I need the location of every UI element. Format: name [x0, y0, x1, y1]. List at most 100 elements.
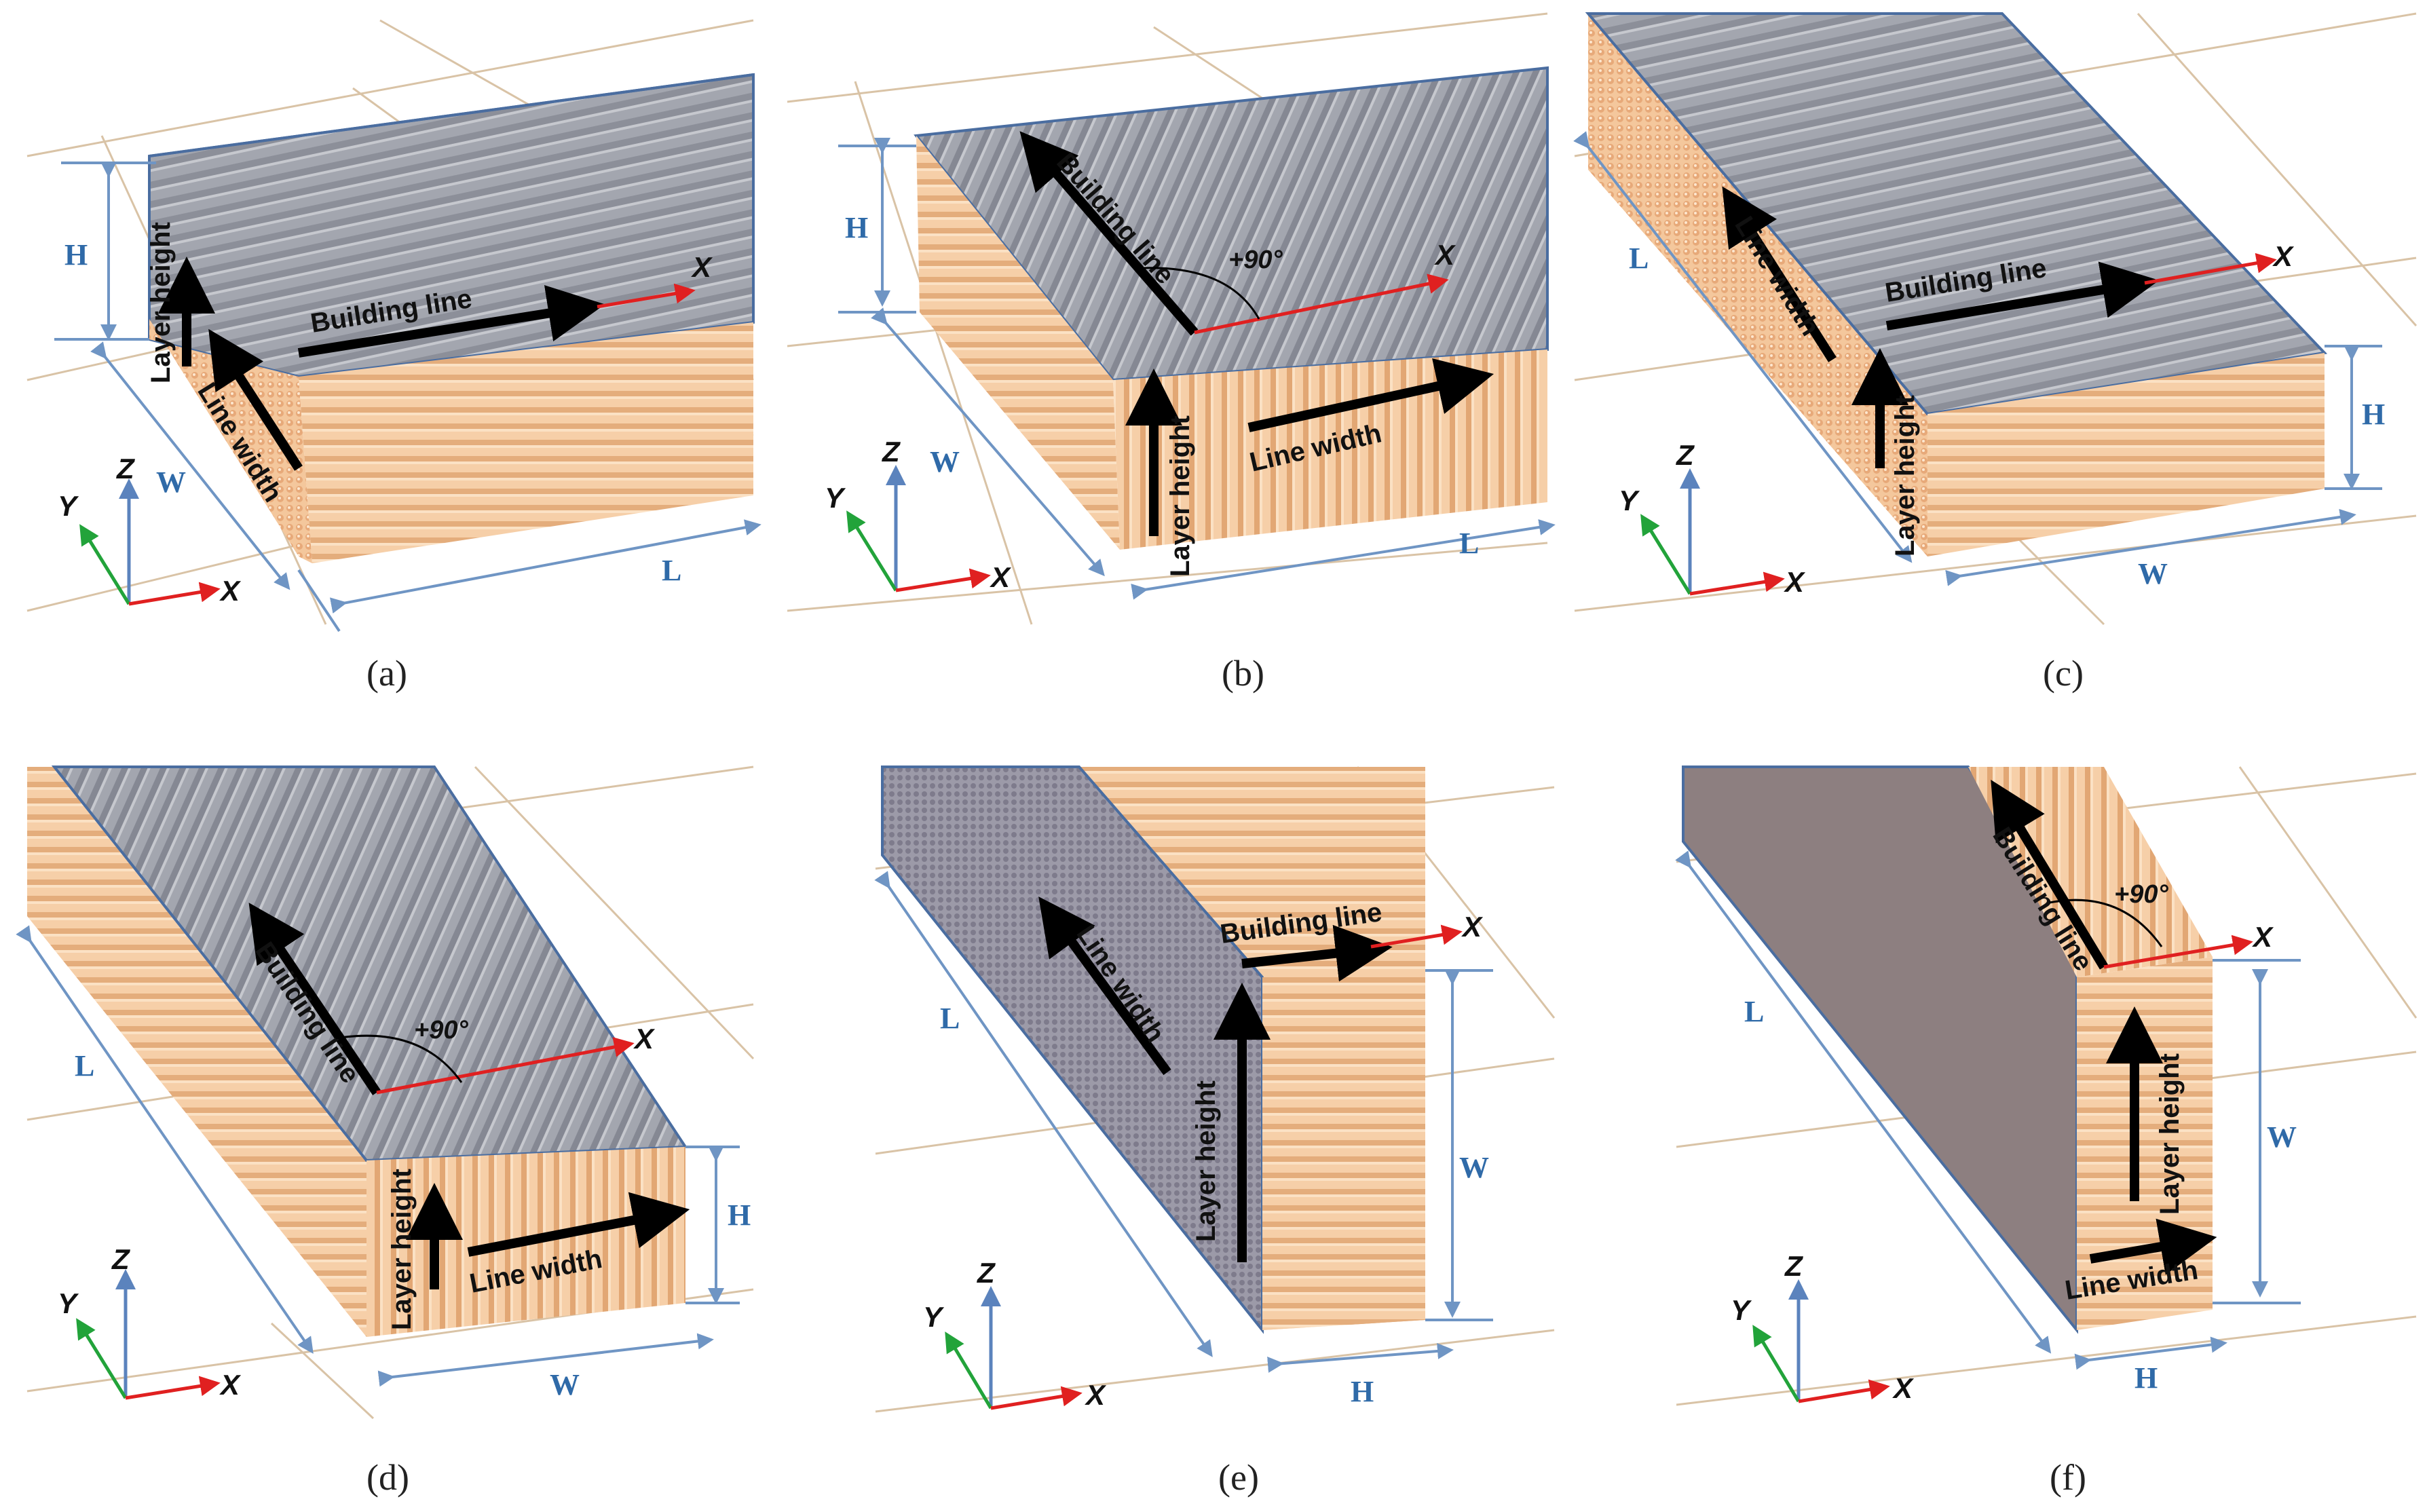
panel-c-w-label: W — [2138, 557, 2168, 590]
panel-c-layer-label: Layer height — [1890, 395, 1920, 556]
panel-b: H W L Building line X +90° Layer height … — [787, 12, 1556, 694]
panel-c-width-arrow — [1722, 186, 1837, 362]
panel-c-axes-triad: Z Y X — [1619, 439, 1806, 598]
panel-f-dim-l — [1675, 850, 2052, 1354]
svg-text:Z: Z — [1784, 1250, 1803, 1282]
svg-text:Y: Y — [923, 1301, 945, 1333]
panel-f-caption: (f) — [2050, 1457, 2086, 1498]
panel-a-front-face — [299, 322, 753, 563]
panel-d-angle-label: +90° — [414, 1016, 468, 1044]
panel-e-h-label: H — [1351, 1375, 1374, 1408]
panel-b-axes-triad: Z Y X — [825, 436, 1012, 593]
panel-c-h-label: H — [2362, 398, 2385, 431]
panel-c-caption: (c) — [2043, 653, 2084, 694]
panel-f-layer-label: Layer height — [2155, 1053, 2185, 1215]
panel-d-h-label: H — [728, 1198, 751, 1232]
panel-b-layer-label: Layer height — [1165, 415, 1195, 577]
svg-text:Y: Y — [825, 482, 846, 514]
panel-b-h-label: H — [845, 211, 868, 244]
panel-a-dim-w — [90, 341, 290, 590]
panel-a-caption: (a) — [366, 653, 407, 694]
panel-f-building-arrow — [1991, 780, 2108, 970]
panel-d-w-label: W — [550, 1368, 580, 1401]
svg-text:Z: Z — [111, 1243, 130, 1275]
svg-text:X: X — [1085, 1379, 1107, 1411]
panel-c-building-arrow — [1885, 261, 2160, 330]
panel-f-axes-triad: Z Y X — [1731, 1250, 1915, 1404]
panel-f-x-arrow — [2103, 934, 2253, 969]
panel-e-dim-l — [874, 871, 1213, 1357]
panel-e-width-arrow — [1038, 896, 1171, 1076]
panel-c: L H W Building line X Line width Layer h… — [1573, 12, 2417, 694]
svg-text:Y: Y — [1619, 485, 1640, 516]
panel-b-caption: (b) — [1222, 653, 1264, 694]
panel-e-layer-label: Layer height — [1191, 1080, 1221, 1242]
panel-e-x-label: X — [1461, 911, 1484, 943]
svg-text:Z: Z — [977, 1257, 996, 1289]
panel-a-axes-triad: Z Y X — [58, 453, 242, 607]
panel-e-axes-triad: Z Y X — [923, 1257, 1107, 1411]
panel-b-angle-arc — [1140, 267, 1260, 320]
panel-d-x-label: X — [633, 1023, 656, 1055]
panel-a: H W L X Building line Layer height Line … — [26, 19, 761, 694]
panel-d: L H W Building line X +90° Layer height … — [16, 766, 755, 1498]
panel-a-x-label: X — [691, 251, 713, 283]
panel-b-dim-l — [1131, 519, 1556, 600]
svg-text:X: X — [990, 561, 1012, 593]
panel-b-width-arrow — [1247, 358, 1494, 432]
panel-e-l-label: L — [940, 1002, 960, 1035]
panel-f-angle-label: +90° — [2114, 880, 2168, 909]
panel-f-l-label: L — [1744, 995, 1764, 1028]
svg-text:Z: Z — [1676, 439, 1695, 471]
svg-text:X: X — [219, 1369, 242, 1401]
panel-f: L W H Building line X +90° Layer height … — [1675, 766, 2417, 1498]
panel-e: L W H Line width Layer height Building l… — [874, 766, 1556, 1498]
panel-a-h-label: H — [64, 238, 88, 271]
panel-f-dim-h — [2074, 1336, 2227, 1370]
svg-text:X: X — [1892, 1372, 1915, 1404]
svg-text:Y: Y — [1731, 1294, 1752, 1326]
panel-c-x-arrow — [2144, 252, 2277, 285]
panel-e-caption: (e) — [1218, 1457, 1259, 1498]
panel-d-angle-arc — [335, 1034, 463, 1083]
panel-b-angle-label: +90° — [1228, 246, 1283, 274]
panel-a-w-label: W — [156, 466, 186, 499]
svg-text:Y: Y — [58, 1287, 79, 1319]
panel-e-front-face — [1262, 964, 1425, 1330]
svg-text:Z: Z — [882, 436, 901, 468]
panel-d-layer-label: Layer height — [387, 1169, 417, 1330]
panel-b-building-arrow — [1019, 131, 1199, 336]
panel-a-l-label: L — [662, 554, 681, 587]
panel-b-x-arrow — [1194, 273, 1449, 335]
panel-d-x-arrow — [376, 1037, 635, 1095]
panel-c-l-label: L — [1629, 242, 1649, 275]
panel-a-width-arrow — [208, 328, 303, 471]
panel-d-building-arrow — [248, 903, 381, 1095]
svg-text:Y: Y — [58, 490, 79, 522]
panel-e-dim-h — [1267, 1342, 1454, 1373]
svg-text:X: X — [219, 575, 242, 607]
panel-e-x-arrow — [1370, 924, 1463, 949]
panel-d-axes-triad: Z Y X — [58, 1243, 242, 1401]
panel-d-dim-l — [16, 925, 314, 1354]
svg-text:Z: Z — [116, 453, 135, 485]
panel-f-h-label: H — [2134, 1361, 2158, 1395]
panel-d-l-label: L — [75, 1049, 94, 1082]
panel-a-dim-l — [329, 519, 761, 614]
panel-e-w-label: W — [1459, 1151, 1489, 1184]
panel-c-dim-w — [1945, 508, 2356, 586]
panel-a-building-arrow — [297, 285, 605, 358]
svg-text:X: X — [1784, 566, 1806, 598]
panel-d-caption: (d) — [366, 1457, 409, 1498]
panel-d-dim-w — [377, 1333, 714, 1387]
panel-f-x-label: X — [2252, 921, 2274, 953]
panel-b-x-label: X — [1434, 239, 1456, 271]
panel-a-x-arrow — [597, 283, 696, 309]
panel-b-l-label: L — [1459, 527, 1479, 560]
panel-f-width-arrow — [2089, 1218, 2217, 1275]
panel-d-width-arrow — [467, 1192, 690, 1257]
panel-f-w-label: W — [2267, 1120, 2297, 1154]
panel-b-dim-w — [871, 307, 1105, 577]
panel-c-x-label: X — [2272, 240, 2295, 272]
